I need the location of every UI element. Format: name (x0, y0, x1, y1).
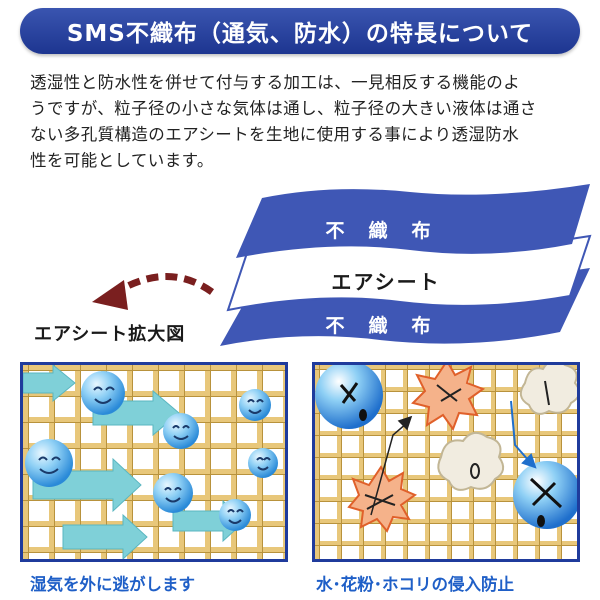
enlarge-label: エアシート拡大図 (34, 324, 186, 345)
layer-diagram (92, 184, 592, 346)
vapor-ball (248, 448, 278, 478)
title-bar: SMS不織布（通気、防水）の特長について (20, 8, 580, 54)
blocked-path-arrow-head (521, 453, 537, 469)
vapor-ball (25, 439, 73, 487)
pollen-particle (411, 365, 486, 432)
barrier-caption: 水･花粉･ホコリの侵入防止 (316, 575, 514, 594)
bottom-layer-label: 不織布 (325, 315, 455, 337)
description-line: ない多孔質構造のエアシートを生地に使用する事により透湿防水 (30, 125, 520, 144)
vapor-ball (163, 413, 199, 449)
moisture-panel (20, 362, 288, 562)
description-line: 透湿性と防水性を併せて付与する加工は、一見相反する機能のよ (30, 73, 521, 92)
pollen-particle (347, 465, 418, 533)
description: 透湿性と防水性を併せて付与する加工は、一見相反する機能のよ うですが、粒子径の小… (30, 70, 578, 174)
top-nonwoven-layer (236, 184, 590, 258)
description-line: 性を可能としています。 (30, 151, 214, 170)
flow-arrow (62, 513, 148, 559)
description-line: うですが、粒子径の小さな気体は通し、粒子径の大きい液体は通さ (30, 99, 537, 118)
blocked-path-arrow (510, 400, 530, 462)
dust-particle (519, 365, 577, 415)
vapor-ball (219, 499, 251, 531)
top-layer-label: 不織布 (325, 220, 455, 242)
dashed-arrow-head (92, 280, 128, 310)
moisture-illustration (23, 365, 285, 559)
water-droplet (315, 365, 383, 429)
flow-arrow (23, 365, 76, 403)
barrier-illustration (315, 365, 577, 559)
middle-layer-label: エアシート (331, 270, 441, 294)
dashed-arrow (118, 273, 215, 295)
blocked-path-arrow (370, 422, 408, 516)
page-title: SMS不織布（通気、防水）の特長について (66, 21, 534, 47)
vapor-particles (25, 371, 278, 531)
vapor-ball (239, 389, 271, 421)
vapor-ball (153, 473, 193, 513)
water-droplet (513, 461, 577, 529)
dust-particle (437, 431, 505, 491)
moisture-caption: 湿気を外に逃がします (30, 575, 195, 594)
blocked-path-arrow-head (397, 415, 413, 431)
vapor-ball (81, 371, 125, 415)
barrier-panel (312, 362, 580, 562)
